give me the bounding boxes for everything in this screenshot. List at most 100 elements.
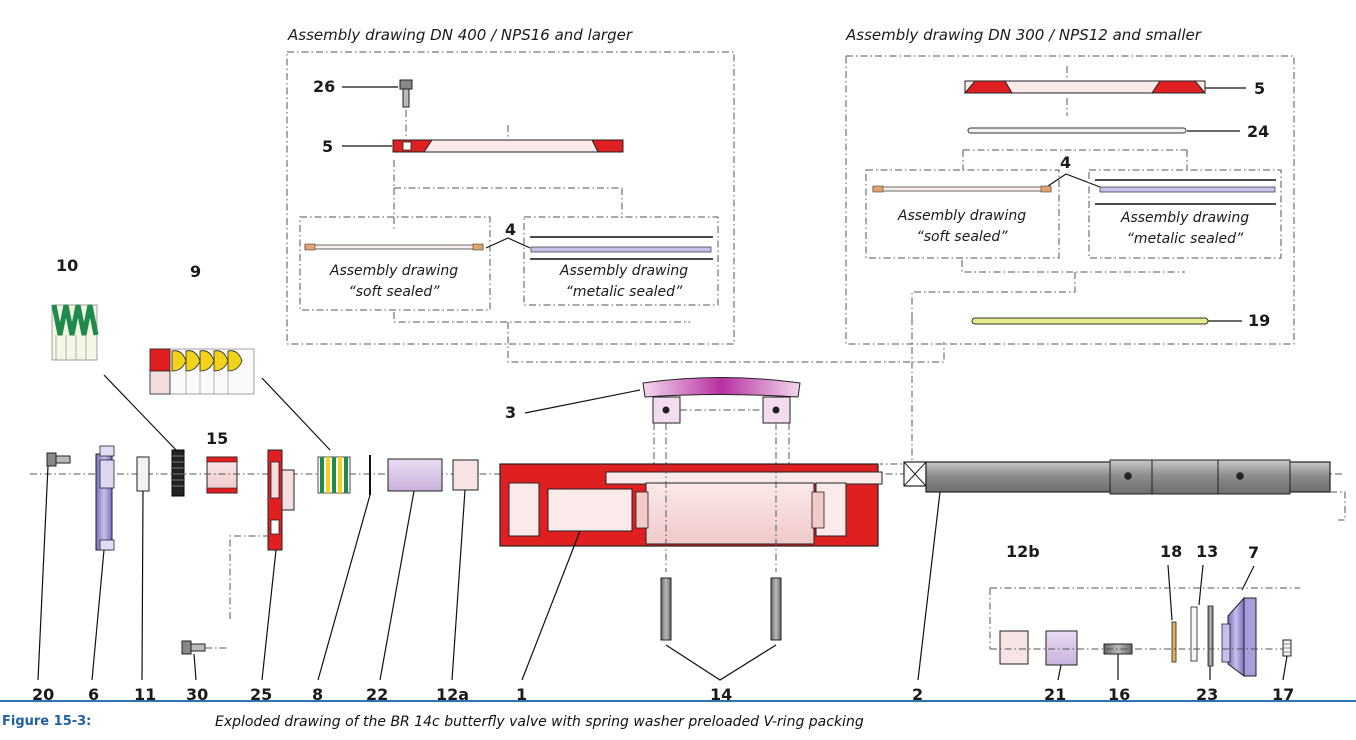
part-1-body (499, 463, 883, 547)
part-11-ring (136, 456, 150, 492)
leader-3 (524, 389, 641, 414)
frame-metalic-sealed-a (523, 216, 719, 306)
callout-10: 10 (56, 256, 78, 275)
callout-9: 9 (190, 262, 201, 281)
callout-13: 13 (1196, 542, 1218, 561)
part-4-seat-soft-a (304, 243, 484, 251)
callout-6: 6 (88, 685, 99, 700)
part-19-ring (971, 317, 1209, 325)
callout-8: 8 (312, 685, 323, 700)
leader-14 (665, 644, 777, 681)
callout-1: 1 (516, 685, 527, 700)
callout-24: 24 (1247, 122, 1269, 141)
callout-17: 17 (1272, 685, 1294, 700)
leader-9 (261, 377, 331, 451)
callout-25: 25 (250, 685, 272, 700)
part-7-cover (1221, 596, 1257, 677)
frame-soft-sealed-b (865, 169, 1060, 259)
part-6-flange (95, 445, 115, 551)
callout-12a: 12a (436, 685, 469, 700)
caption-label: Figure 15-3: (2, 714, 92, 729)
metalic-sealed-line1-a: Assembly drawing (559, 263, 688, 279)
part-21-sleeve (1045, 630, 1078, 666)
metalic-sealed-line1-b: Assembly drawing (1120, 210, 1249, 226)
part-5-clamping-ring-small (963, 80, 1207, 94)
callout-7: 7 (1248, 543, 1259, 562)
leader-6 (91, 549, 105, 681)
part-4-seat-metalic-b (1095, 179, 1276, 205)
callout-23: 23 (1196, 685, 1218, 700)
part-5-clamping-ring-large (392, 139, 624, 153)
callout-2: 2 (912, 685, 923, 700)
leader-10 (103, 374, 179, 453)
part-4-seat-metalic-a (530, 236, 713, 260)
part-24-gasket (967, 127, 1187, 134)
leader-12a (451, 489, 466, 681)
callout-14: 14 (710, 685, 732, 700)
part-18-shim (1171, 621, 1177, 663)
leader-17 (1282, 655, 1288, 681)
part-12a-bushing (452, 459, 479, 491)
frame-metalic-sealed-b (1088, 169, 1282, 259)
soft-sealed-line1-a: Assembly drawing (329, 263, 458, 279)
leader-2 (917, 491, 941, 681)
title-dn400: Assembly drawing DN 400 / NPS16 and larg… (287, 26, 633, 44)
part-12b-bushing (999, 630, 1029, 665)
callout-11: 11 (134, 685, 156, 700)
part-thread-ring (171, 449, 185, 497)
frame-dn300 (845, 55, 1295, 345)
callout-4b: 4 (1060, 153, 1071, 172)
callout-21: 21 (1044, 685, 1066, 700)
callout-16: 16 (1108, 685, 1130, 700)
soft-sealed-line2-a: “soft sealed” (348, 284, 440, 300)
callout-30: 30 (186, 685, 208, 700)
leader-21 (1057, 664, 1062, 681)
leader-4a (485, 237, 531, 249)
part-26-screw (399, 79, 413, 108)
leader-7 (1241, 565, 1255, 591)
callout-26: 26 (313, 77, 335, 96)
part-3-disc (642, 377, 801, 424)
leader-1 (521, 530, 581, 681)
part-22-sleeve (387, 458, 443, 492)
callout-22: 22 (366, 685, 388, 700)
leader-30 (193, 653, 197, 681)
part-20-screw (46, 452, 71, 467)
leader-22 (379, 490, 415, 681)
callout-4a: 4 (505, 220, 516, 239)
callout-12b: 12b (1006, 542, 1040, 561)
figure-caption: Figure 15-3: Exploded drawing of the BR … (0, 700, 1356, 740)
part-packing-set (317, 456, 351, 494)
callout-20: 20 (32, 685, 54, 700)
part-17-screw (1282, 639, 1292, 657)
soft-sealed-line1-b: Assembly drawing (897, 208, 1026, 224)
leader-25 (261, 549, 277, 681)
part-13-washer (1190, 606, 1198, 662)
soft-sealed-line2-b: “soft sealed” (916, 229, 1008, 245)
callout-3: 3 (505, 403, 516, 422)
part-2-shaft (903, 459, 1331, 495)
metalic-sealed-line2-a: “metalic sealed” (566, 284, 683, 300)
leader-20 (37, 465, 49, 681)
leader-4b (1047, 173, 1101, 188)
part-9-v-ring-packing (149, 348, 255, 395)
caption-text: Exploded drawing of the BR 14c butterfly… (215, 714, 864, 730)
leader-18 (1167, 564, 1173, 621)
leader-11 (141, 490, 144, 681)
callout-5a: 5 (322, 137, 333, 156)
title-dn300: Assembly drawing DN 300 / NPS12 and smal… (845, 26, 1202, 44)
frame-dn400 (286, 51, 735, 345)
part-23-ring (1207, 605, 1214, 667)
part-4-seat-soft-b (872, 185, 1052, 193)
drawing-canvas: Assembly drawing DN 400 / NPS16 and larg… (30, 26, 1346, 704)
leader-13 (1198, 564, 1204, 606)
metalic-sealed-line2-b: “metalic sealed” (1127, 231, 1244, 247)
callout-5b: 5 (1254, 79, 1265, 98)
callout-19: 19 (1248, 311, 1270, 330)
part-30-screw (181, 640, 206, 655)
part-15-bushing (206, 456, 238, 494)
leader-8 (317, 494, 371, 681)
callout-18: 18 (1160, 542, 1182, 561)
part-14-pins (660, 577, 782, 641)
